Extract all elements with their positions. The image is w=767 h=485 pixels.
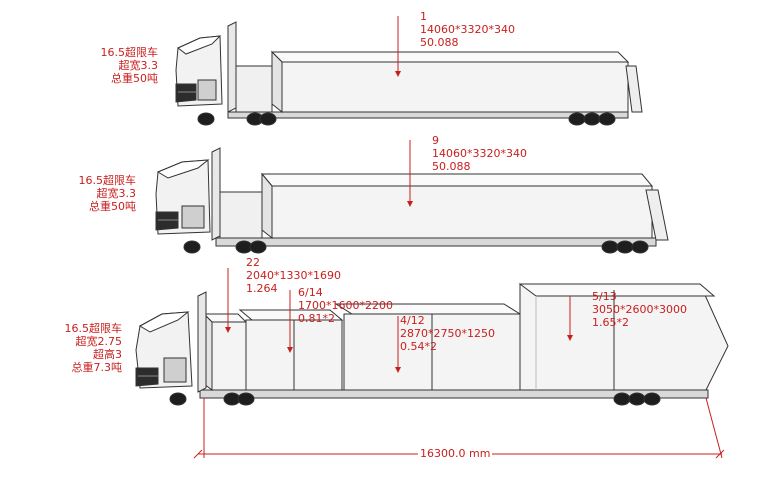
cargo-slab-1 <box>270 50 630 114</box>
cargo-box-4-12 <box>334 303 522 391</box>
cargo-6-14-label: 6/14 1700*1600*2200 0.81*2 <box>298 286 393 325</box>
headboard-2 <box>211 147 221 241</box>
wheels-2 <box>183 240 649 254</box>
truck-2 <box>155 147 669 254</box>
cab-2 <box>155 159 211 235</box>
cargo-box-22 <box>202 312 248 391</box>
cargo-box-5-13 <box>518 283 729 391</box>
rear-ramp-1 <box>625 65 643 113</box>
dimension-label: 16300.0 mm <box>418 447 493 460</box>
cargo-5-13-label: 5/13 3050*2600*3000 1.65*2 <box>592 290 687 329</box>
truck-1-side-label: 16.5超限车 超宽3.3 总重50吨 <box>100 46 159 85</box>
cargo-22-label: 22 2040*1330*1690 1.264 <box>246 256 341 295</box>
cab-3 <box>135 311 193 389</box>
cargo-box-6-14 <box>238 309 344 391</box>
headboard-1 <box>227 21 237 113</box>
cargo-4-12-label: 4/12 2870*2750*1250 0.54*2 <box>400 314 495 353</box>
truck-1 <box>175 21 643 126</box>
trailer-deck-2 <box>215 237 657 247</box>
cab-1 <box>175 35 223 107</box>
trailer-deck-1 <box>227 111 629 119</box>
wheels-3 <box>169 392 661 406</box>
wheels-1 <box>197 112 616 126</box>
leader-lines <box>225 16 573 373</box>
truck-2-side-label: 16.5超限车 超宽3.3 总重50吨 <box>78 174 137 213</box>
cargo-9-label: 9 14060*3320*340 50.088 <box>432 134 527 173</box>
truck-3-side-label: 16.5超限车 超宽2.75 超高3 总重7.3吨 <box>64 322 123 374</box>
rear-ramp-2 <box>645 189 669 241</box>
cargo-slab-2 <box>260 172 654 240</box>
headboard-3 <box>197 291 207 393</box>
cargo-1-label: 1 14060*3320*340 50.088 <box>420 10 515 49</box>
truck-3 <box>135 283 729 406</box>
